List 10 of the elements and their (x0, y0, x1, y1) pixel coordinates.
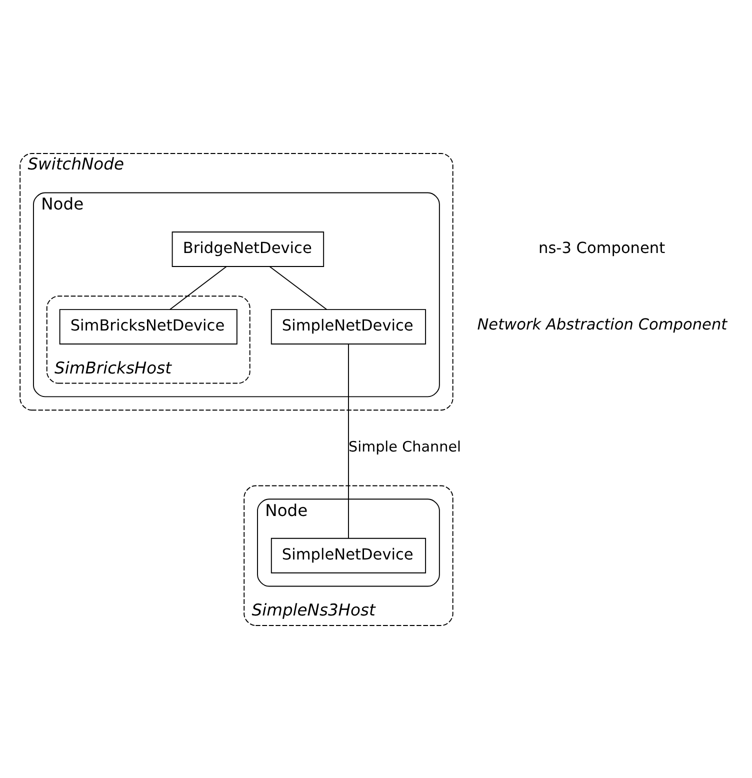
connector (269, 266, 328, 310)
node-box: SimpleNetDevice (270, 308, 426, 344)
node-box: SimpleNetDevice (270, 537, 426, 573)
node-box: SimBricksNetDevice (59, 308, 238, 344)
node-box: BridgeNetDevice (172, 231, 324, 266)
connector (169, 266, 227, 310)
edge-label: Simple Channel (348, 438, 462, 455)
connector (348, 343, 349, 538)
label: Network Abstraction Component (477, 314, 728, 333)
label: ns-3 Component (538, 238, 666, 256)
